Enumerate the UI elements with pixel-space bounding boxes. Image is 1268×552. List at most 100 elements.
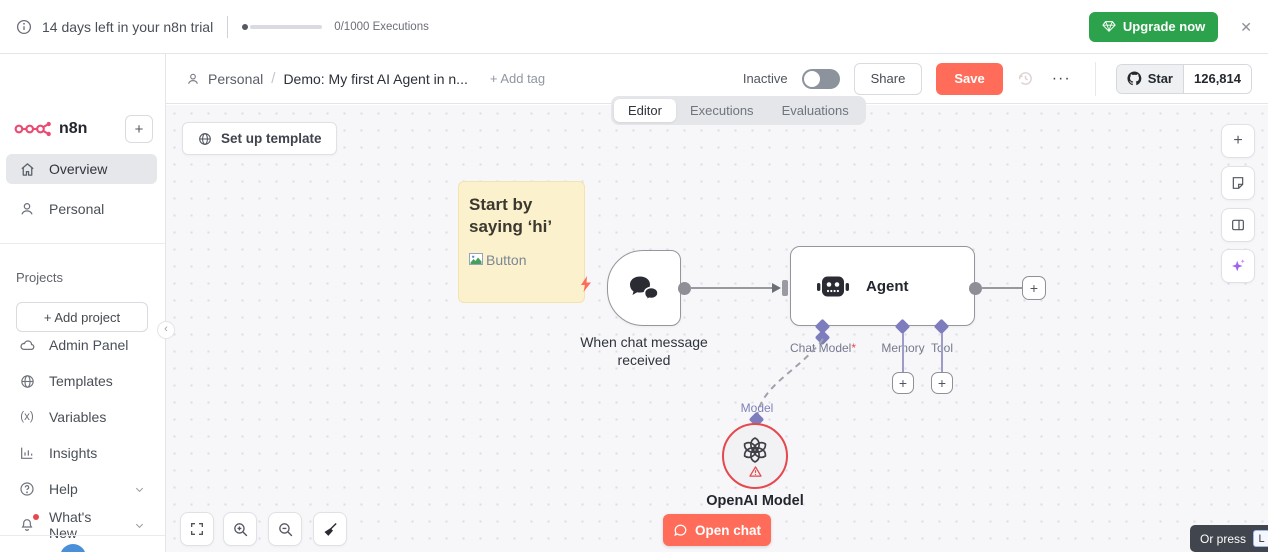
sidebar-item-variables[interactable]: (x) Variables bbox=[6, 402, 157, 432]
chevron-down-icon bbox=[134, 520, 145, 531]
openai-model-node[interactable] bbox=[722, 423, 788, 489]
sidebar-item-admin-panel[interactable]: Admin Panel bbox=[6, 330, 157, 360]
tidy-up-button[interactable] bbox=[313, 512, 347, 546]
sidebar-collapse-button[interactable]: ‹ bbox=[157, 321, 175, 339]
tab-evaluations[interactable]: Evaluations bbox=[781, 103, 849, 118]
sidebar-item-whats-new[interactable]: What's New bbox=[6, 509, 157, 541]
star-label: Star bbox=[1147, 71, 1173, 86]
notification-dot bbox=[33, 514, 39, 520]
help-icon bbox=[18, 480, 36, 498]
warning-icon bbox=[748, 466, 762, 477]
workflow-status-label: Inactive bbox=[742, 71, 788, 86]
model-connector-label: Model bbox=[740, 401, 774, 415]
robot-icon bbox=[815, 273, 851, 300]
trigger-label-line2: received bbox=[617, 352, 671, 369]
user-avatar[interactable] bbox=[60, 544, 86, 552]
sticky-note-title: Start by saying ‘hi’ bbox=[469, 195, 553, 236]
sidebar-item-help[interactable]: Help bbox=[6, 474, 157, 504]
agent-output-port[interactable] bbox=[969, 282, 982, 295]
sidebar-item-label: Personal bbox=[49, 201, 105, 217]
breadcrumb-separator: / bbox=[271, 70, 276, 87]
breadcrumb: Personal / Demo: My first AI Agent in n.… bbox=[186, 70, 545, 87]
templates-icon bbox=[197, 131, 213, 147]
toggle-panel-button[interactable] bbox=[1221, 208, 1255, 242]
save-button[interactable]: Save bbox=[936, 62, 1003, 95]
workflow-title[interactable]: Demo: My first AI Agent in n... bbox=[283, 70, 468, 87]
tab-executions[interactable]: Executions bbox=[689, 103, 754, 118]
zoom-to-fit-button[interactable] bbox=[180, 512, 214, 546]
variables-icon: (x) bbox=[20, 411, 34, 423]
editor-tab-bar: Editor Executions Evaluations bbox=[611, 96, 866, 125]
sidebar-item-label: What's New bbox=[49, 509, 92, 541]
add-tool-button[interactable]: + bbox=[931, 372, 953, 394]
hint-text: Or press bbox=[1200, 531, 1247, 546]
workflow-header: Personal / Demo: My first AI Agent in n.… bbox=[166, 54, 1268, 104]
n8n-logo-icon bbox=[14, 119, 52, 139]
sidebar-item-templates[interactable]: Templates bbox=[6, 366, 157, 396]
close-banner-icon[interactable]: ✕ bbox=[1240, 18, 1252, 35]
toggle-knob bbox=[803, 70, 820, 87]
home-icon bbox=[18, 160, 36, 178]
setup-template-button[interactable]: Set up template bbox=[182, 122, 337, 155]
chat-model-label-text: Chat Model bbox=[789, 341, 852, 355]
active-toggle[interactable] bbox=[801, 68, 840, 89]
sidebar-item-overview[interactable]: Overview bbox=[6, 154, 157, 184]
trial-banner: 14 days left in your n8n trial 0/1000 Ex… bbox=[0, 0, 1268, 54]
open-chat-button[interactable]: Open chat bbox=[663, 514, 771, 546]
add-next-node-button[interactable]: + bbox=[1022, 276, 1046, 300]
sidebar-item-insights[interactable]: Insights bbox=[6, 438, 157, 468]
openai-node-label: OpenAI Model bbox=[706, 493, 804, 509]
sidebar-add-button[interactable]: + bbox=[125, 115, 153, 143]
open-chat-label: Open chat bbox=[694, 522, 761, 538]
openai-icon bbox=[740, 435, 770, 465]
upgrade-now-button[interactable]: Upgrade now bbox=[1088, 11, 1219, 42]
add-node-button[interactable]: + bbox=[1221, 124, 1255, 158]
setup-template-label: Set up template bbox=[221, 131, 322, 146]
zoom-in-button[interactable] bbox=[223, 512, 257, 546]
github-star-widget[interactable]: Star 126,814 bbox=[1115, 63, 1252, 94]
add-sticky-note-button[interactable] bbox=[1221, 166, 1255, 200]
trigger-label-line1: When chat message bbox=[580, 334, 708, 350]
agent-input-port bbox=[782, 280, 788, 296]
trigger-node-label: When chat message received bbox=[559, 333, 729, 369]
chevron-down-icon bbox=[134, 484, 145, 495]
chat-bubble-icon bbox=[673, 523, 688, 538]
workflow-canvas[interactable]: Set up template Start by saying ‘hi’ But… bbox=[166, 105, 1268, 552]
tab-editor[interactable]: Editor bbox=[614, 99, 676, 122]
header-divider bbox=[1094, 61, 1096, 96]
executions-progress-bar bbox=[250, 24, 323, 29]
projects-section-label: Projects bbox=[16, 270, 63, 285]
trigger-output-port[interactable] bbox=[678, 282, 691, 295]
chat-trigger-node[interactable] bbox=[607, 250, 681, 326]
lightning-icon bbox=[578, 275, 596, 293]
more-options-button[interactable]: ··· bbox=[1051, 69, 1071, 87]
sidebar-item-label: Admin Panel bbox=[49, 337, 129, 353]
trial-message: 14 days left in your n8n trial bbox=[42, 18, 214, 35]
breadcrumb-project[interactable]: Personal bbox=[208, 70, 264, 87]
add-tag-button[interactable]: + Add tag bbox=[489, 71, 546, 86]
required-marker: * bbox=[851, 341, 857, 355]
connection-arrowhead bbox=[772, 283, 781, 293]
github-icon bbox=[1127, 71, 1142, 86]
agent-node[interactable]: Agent bbox=[790, 246, 975, 326]
connection-agent-to-plus bbox=[981, 287, 1023, 289]
ai-assistant-sparkle-icon[interactable] bbox=[1221, 249, 1255, 283]
cloud-icon bbox=[18, 336, 36, 354]
sidebar-divider bbox=[0, 535, 165, 536]
history-icon[interactable] bbox=[1017, 70, 1034, 87]
broken-image-icon bbox=[469, 253, 484, 266]
person-icon bbox=[186, 72, 200, 86]
star-count: 126,814 bbox=[1184, 64, 1251, 93]
sidebar-item-label: Help bbox=[49, 481, 78, 497]
sidebar: n8n + Overview Personal Projects + Add p… bbox=[0, 54, 166, 552]
sidebar-item-label: Templates bbox=[49, 373, 113, 389]
broken-image-alt-text: Button bbox=[486, 251, 527, 268]
chat-bubbles-icon bbox=[627, 274, 661, 302]
zoom-out-button[interactable] bbox=[268, 512, 302, 546]
sticky-note[interactable]: Start by saying ‘hi’ Button bbox=[458, 181, 585, 303]
add-memory-button[interactable]: + bbox=[892, 372, 914, 394]
memory-connector-line bbox=[902, 333, 904, 373]
share-button[interactable]: Share bbox=[853, 62, 923, 95]
sidebar-item-personal[interactable]: Personal bbox=[6, 194, 157, 224]
add-project-button[interactable]: + Add project bbox=[16, 302, 148, 332]
